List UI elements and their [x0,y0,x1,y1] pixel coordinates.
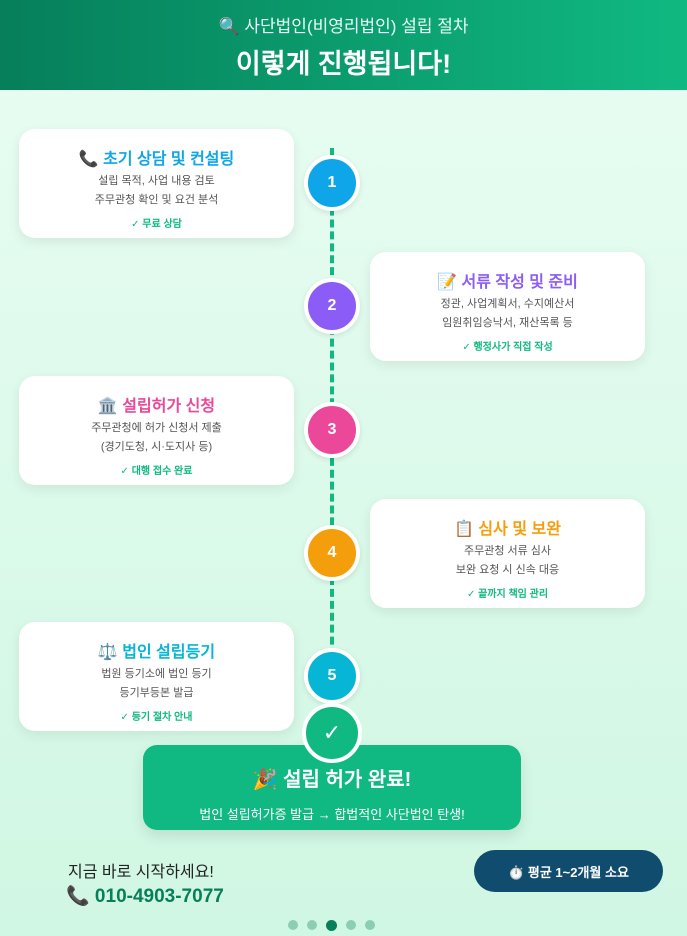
step-number-2: 2 [304,278,360,334]
phone-link[interactable]: 📞 010-4903-7077 [66,886,224,907]
header-subtitle: 🔍 사단법인(비영리법인) 설립 절차 [218,17,469,36]
step-badge: ✓ 대행 접수 완료 [120,466,193,477]
header-title: 이렇게 진행됩니다! [235,49,452,79]
step-number-4: 4 [304,525,360,581]
completion-box: 🎉 설립 허가 완료! 법인 설립허가증 발급 → 합법적인 사단법인 탄생! [143,745,521,830]
step-title: 📋 심사 및 보완 [454,521,561,538]
step-badge: ✓ 무료 상담 [131,219,182,230]
step-number-5: 5 [304,648,360,704]
step-line: (경기도청, 시·도지사 등) [100,441,213,453]
step-badge: ✓ 등기 절차 안내 [120,712,193,723]
step-badge: ✓ 끝까지 책임 관리 [466,589,549,600]
step-line: 임원취임승낙서, 재산목록 등 [442,317,573,329]
page-dot-1[interactable] [288,920,298,930]
step-line: 등기부등본 발급 [119,687,194,699]
duration-badge: ⏱️ 평균 1~2개월 소요 [474,850,663,892]
step-line: 정관, 사업계획서, 수지예산서 [440,298,575,310]
step-line: 설립 목적, 사업 내용 검토 [98,175,215,187]
step-line: 주무관청 서류 심사 [463,545,552,557]
cta-text: 지금 바로 시작하세요! [68,864,214,881]
step-title: 🏛️ 설립허가 신청 [97,398,216,415]
step-line: 주무관청 확인 및 요건 분석 [94,194,219,206]
page-dot-4[interactable] [346,920,356,930]
step-title: ⚖️ 법인 설립등기 [97,644,216,661]
step-card-3: 🏛️ 설립허가 신청 주무관청에 허가 신청서 제출 (경기도청, 시·도지사 … [19,376,294,485]
step-card-1: 📞 초기 상담 및 컨설팅 설립 목적, 사업 내용 검토 주무관청 확인 및 … [19,129,294,238]
step-line: 보완 요청 시 신속 대응 [455,564,560,576]
pagination-dots [288,920,375,931]
step-badge: ✓ 행정사가 직접 작성 [462,342,553,353]
step-card-5: ⚖️ 법인 설립등기 법원 등기소에 법인 등기 등기부등본 발급 ✓ 등기 절… [19,622,294,731]
step-title: 📞 초기 상담 및 컨설팅 [78,151,235,168]
step-line: 주무관청에 허가 신청서 제출 [91,422,222,434]
step-number-3: 3 [304,402,360,458]
check-icon: ✓ [302,703,362,763]
header: 🔍 사단법인(비영리법인) 설립 절차 이렇게 진행됩니다! [0,0,687,90]
completion-title: 🎉 설립 허가 완료! [252,769,412,791]
completion-subtitle: 법인 설립허가증 발급 → 합법적인 사단법인 탄생! [199,807,465,822]
step-card-4: 📋 심사 및 보완 주무관청 서류 심사 보완 요청 시 신속 대응 ✓ 끝까지… [370,499,645,608]
step-number-1: 1 [304,155,360,211]
page-dot-2[interactable] [307,920,317,930]
step-card-2: 📝 서류 작성 및 준비 정관, 사업계획서, 수지예산서 임원취임승낙서, 재… [370,252,645,361]
step-title: 📝 서류 작성 및 준비 [437,274,578,291]
page-dot-3-active[interactable] [326,920,337,931]
step-line: 법원 등기소에 법인 등기 [101,668,212,680]
page-dot-5[interactable] [365,920,375,930]
